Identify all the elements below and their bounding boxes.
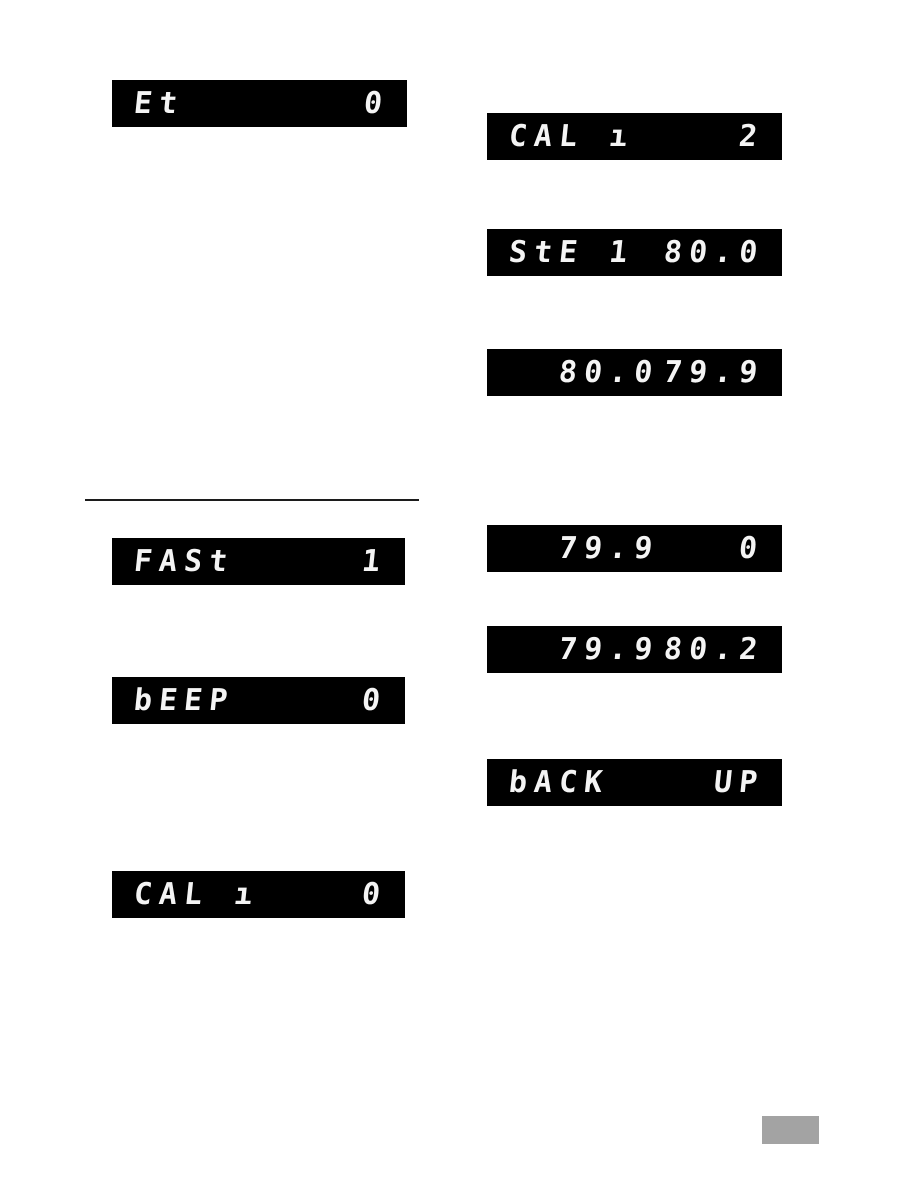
lcd-label: CAL ı — [132, 876, 262, 912]
lcd-display-ste1: StE 1 80.0 — [487, 229, 782, 276]
lcd-display-cal-2: CAL ı 2 — [487, 113, 782, 160]
lcd-display-800-799: 80.0 79.9 — [487, 349, 782, 396]
lcd-value: 0 — [737, 530, 766, 566]
lcd-label: FASt — [132, 543, 237, 579]
lcd-label: Et — [132, 85, 187, 121]
lcd-display-799-0: 79.9 0 — [487, 525, 782, 572]
lcd-value: 0 — [360, 876, 389, 912]
lcd-label: 79.9 — [557, 530, 662, 566]
lcd-value: 1 — [360, 543, 389, 579]
lcd-label: CAL ı — [507, 118, 637, 154]
lcd-value: 79.9 — [661, 354, 766, 390]
lcd-value: 0 — [362, 85, 391, 121]
lcd-label: 79.9 — [557, 631, 662, 667]
lcd-display-cal-0: CAL ı 0 — [112, 871, 405, 918]
lcd-value: 0 — [360, 682, 389, 718]
lcd-display-799-802: 79.9 80.2 — [487, 626, 782, 673]
lcd-display-beep: bEEP 0 — [112, 677, 405, 724]
lcd-display-et: Et 0 — [112, 80, 407, 127]
section-divider — [85, 499, 419, 501]
lcd-value: 80.2 — [661, 631, 766, 667]
page-number-badge — [762, 1116, 819, 1144]
lcd-label: bACK — [507, 764, 612, 800]
lcd-value: UP — [712, 764, 766, 800]
lcd-value: 2 — [737, 118, 766, 154]
lcd-display-backup: bACK UP — [487, 759, 782, 806]
lcd-label: bEEP — [132, 682, 237, 718]
lcd-label: StE 1 — [507, 234, 637, 270]
lcd-display-fast: FASt 1 — [112, 538, 405, 585]
lcd-label: 80.0 — [557, 354, 662, 390]
lcd-value: 80.0 — [661, 234, 766, 270]
